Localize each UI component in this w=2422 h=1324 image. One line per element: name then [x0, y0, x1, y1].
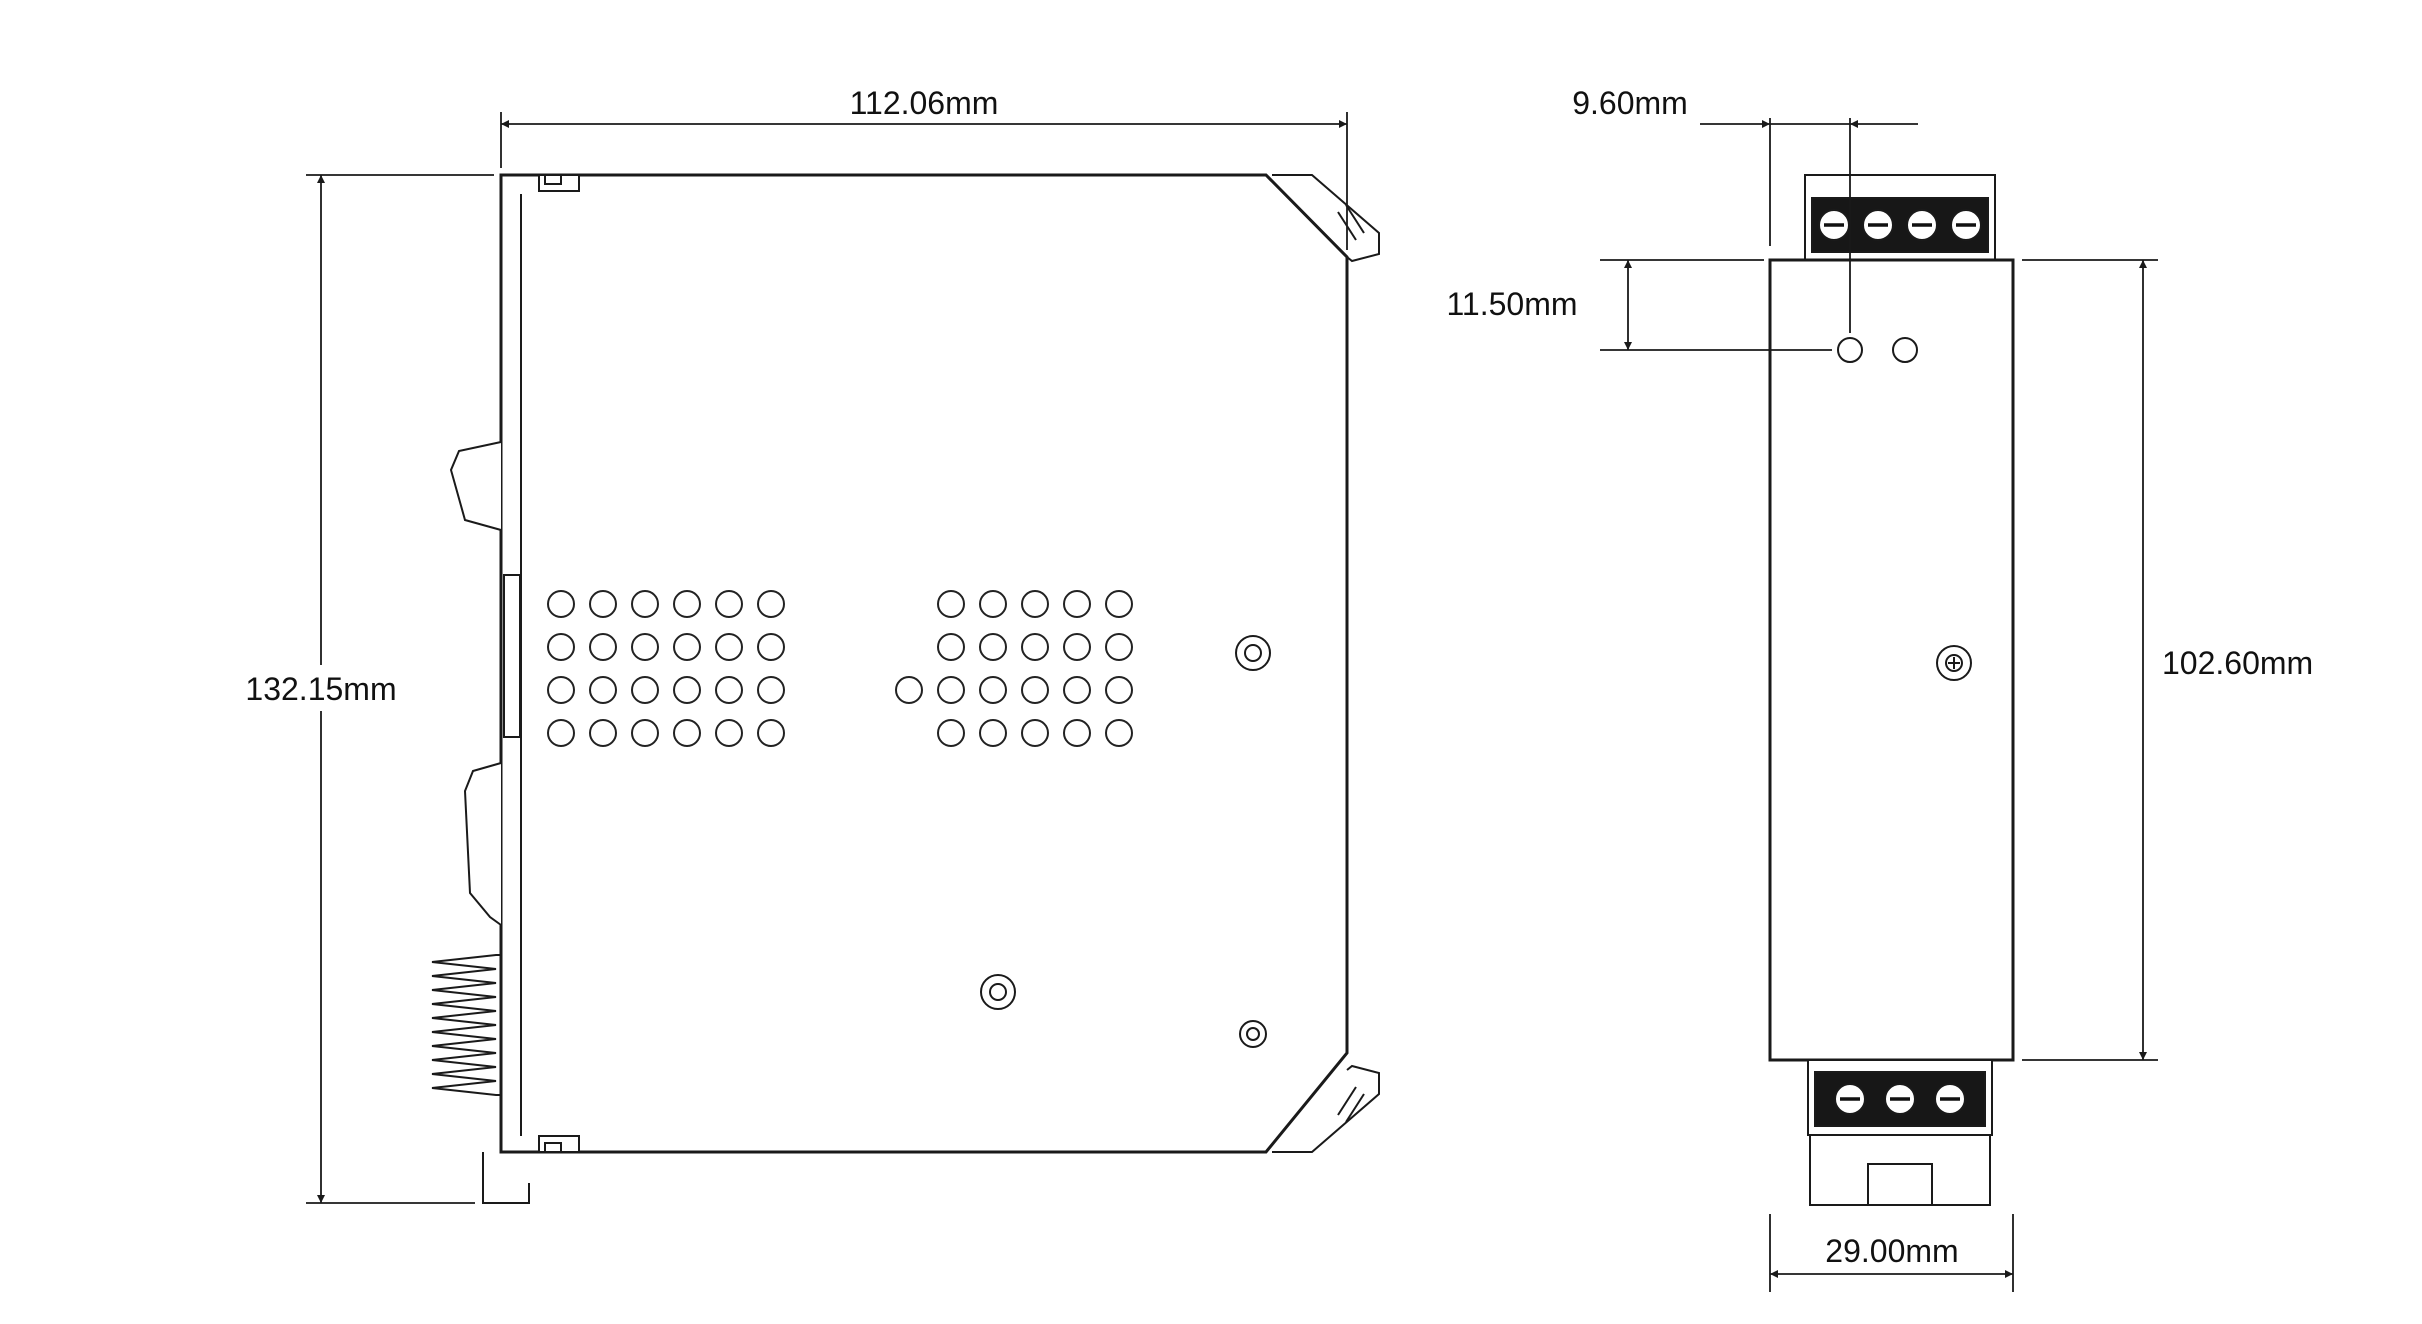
dimension-label-side-width: 112.06mm: [850, 85, 999, 121]
front-center-screw: [1936, 645, 1972, 681]
vent-hole-grid: [547, 590, 1133, 747]
vent-hole: [1105, 676, 1133, 704]
vent-hole: [1021, 590, 1049, 618]
din-clip-foot: [482, 1152, 530, 1204]
vent-hole: [979, 676, 1007, 704]
vent-hole: [937, 676, 965, 704]
front-bottom-notch: [1867, 1163, 1933, 1206]
vent-hole: [757, 676, 785, 704]
vent-hole: [715, 633, 743, 661]
din-rail-groove: [503, 574, 521, 738]
side-rivet-3: [1239, 1020, 1267, 1048]
dimension-label-front-width: 29.00mm: [1825, 1233, 1958, 1269]
top-latch-tab-inner: [544, 174, 562, 185]
dimension-label-side-height: 132.15mm: [245, 671, 396, 707]
dimension-label-front-edge-to-hole: 9.60mm: [1572, 85, 1688, 121]
vent-hole: [631, 633, 659, 661]
dimensions: 112.06mm 132.15mm 9.60mm 11.50mm: [233, 85, 2313, 1292]
vent-hole: [937, 719, 965, 747]
vent-hole: [1063, 633, 1091, 661]
dimension-label-front-top-to-hole: 11.50mm: [1446, 286, 1577, 322]
din-clip-lower: [463, 762, 502, 926]
vent-hole: [589, 590, 617, 618]
front-view: [1768, 174, 2015, 1206]
side-rivet-2: [980, 974, 1016, 1010]
vent-hole: [1021, 719, 1049, 747]
dimension-side-width: 112.06mm: [500, 85, 1348, 250]
bottom-right-hook-detail2: [1345, 1093, 1365, 1123]
vent-hole: [715, 590, 743, 618]
side-rivet-1: [1235, 635, 1271, 671]
indicator-hole-2: [1892, 337, 1918, 363]
bottom-right-hook: [1272, 1064, 1380, 1153]
vent-hole: [757, 633, 785, 661]
vent-hole: [547, 719, 575, 747]
dimension-front-edge-to-hole: 9.60mm: [1572, 85, 1918, 333]
vent-hole: [1063, 719, 1091, 747]
vent-hole: [547, 633, 575, 661]
dimension-side-height: 132.15mm: [233, 174, 494, 1204]
vent-hole: [1021, 676, 1049, 704]
vent-hole: [631, 590, 659, 618]
vent-hole: [589, 633, 617, 661]
indicator-hole-1: [1837, 337, 1863, 363]
vent-hole: [1105, 590, 1133, 618]
dimension-front-top-to-hole: 11.50mm: [1446, 259, 1832, 351]
vent-hole: [673, 676, 701, 704]
dimension-front-width: 29.00mm: [1769, 1214, 2014, 1292]
vent-hole: [673, 719, 701, 747]
dimension-label-mask: [233, 665, 409, 711]
front-body-outline: [1768, 258, 2015, 1062]
vent-hole: [547, 590, 575, 618]
vent-hole: [631, 676, 659, 704]
dimension-label-front-body-height: 102.60mm: [2162, 645, 2313, 681]
vent-hole: [715, 676, 743, 704]
din-clip-upper: [449, 441, 502, 531]
side-view: [431, 173, 1380, 1204]
vent-hole: [589, 719, 617, 747]
bottom-terminal-screws: [1834, 1083, 1966, 1115]
vent-hole: [757, 719, 785, 747]
vent-hole: [1105, 719, 1133, 747]
top-right-hook-detail2: [1345, 204, 1365, 234]
vent-hole: [589, 676, 617, 704]
vent-hole: [979, 590, 1007, 618]
vent-hole: [937, 590, 965, 618]
vent-hole: [1063, 590, 1091, 618]
vent-hole: [673, 590, 701, 618]
top-terminal-screws: [1818, 209, 1982, 241]
vent-hole: [1063, 676, 1091, 704]
din-clip-spring: [431, 954, 501, 1096]
vent-hole: [979, 719, 1007, 747]
vent-hole: [757, 590, 785, 618]
bottom-latch-tab-inner: [544, 1142, 562, 1153]
vent-hole: [937, 633, 965, 661]
vent-hole: [673, 633, 701, 661]
vent-hole: [1021, 633, 1049, 661]
vent-hole: [715, 719, 743, 747]
vent-hole: [979, 633, 1007, 661]
vent-hole: [631, 719, 659, 747]
vent-hole: [547, 676, 575, 704]
bottom-right-hook-detail: [1337, 1086, 1357, 1116]
front-top-cap: [1804, 174, 1996, 260]
dimension-front-body-height: 102.60mm: [2022, 259, 2313, 1061]
side-view-outline: [499, 173, 1349, 1154]
top-right-hook: [1272, 174, 1380, 263]
vent-hole: [1105, 633, 1133, 661]
vent-hole: [895, 676, 923, 704]
